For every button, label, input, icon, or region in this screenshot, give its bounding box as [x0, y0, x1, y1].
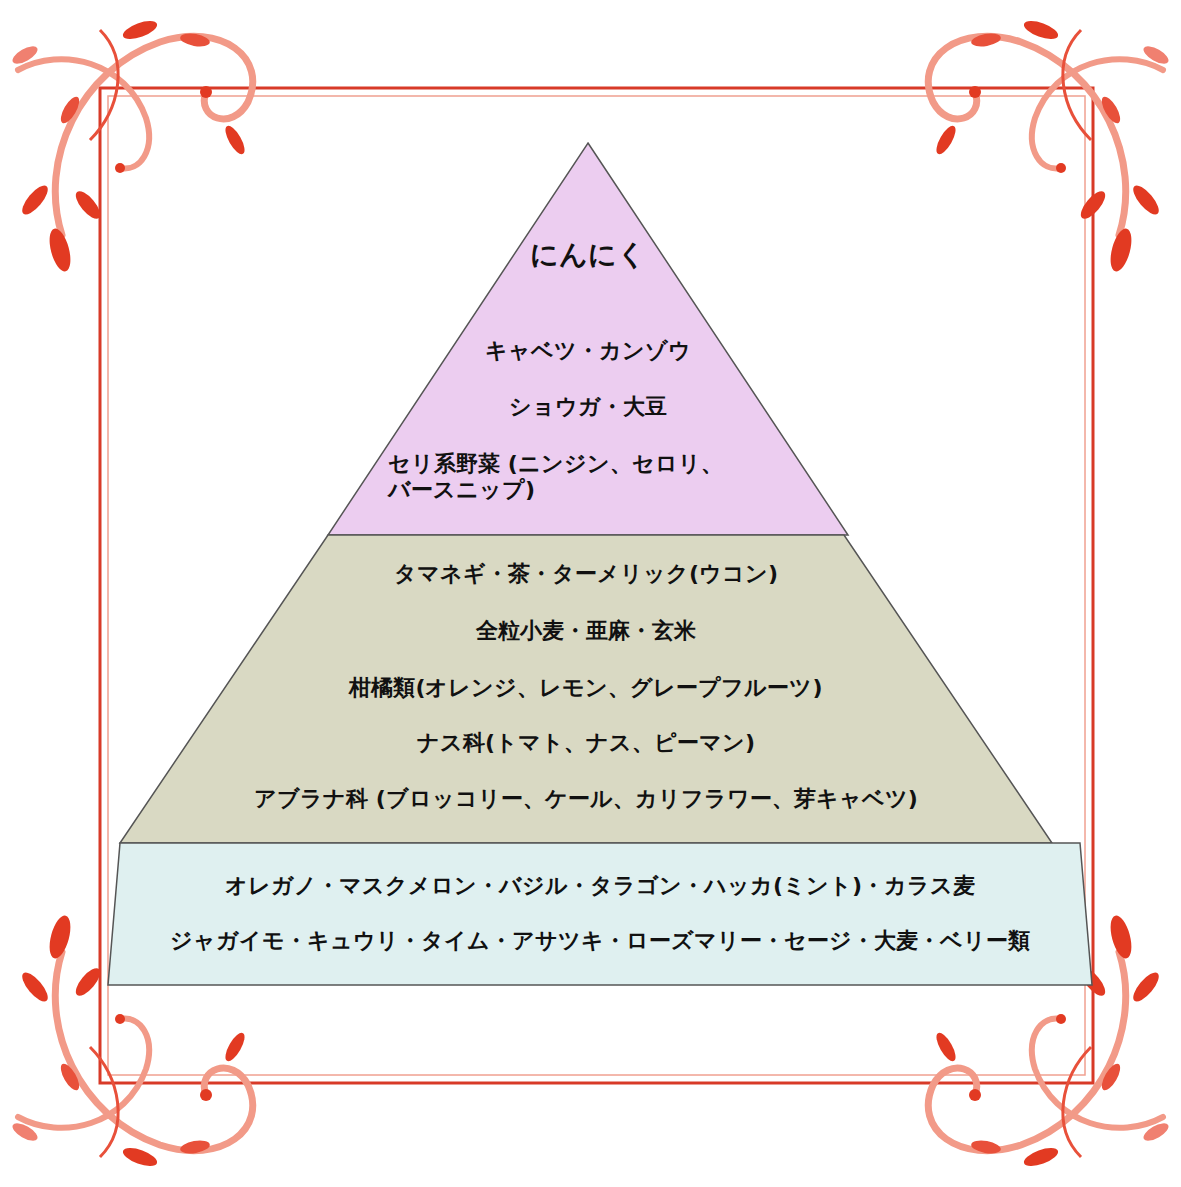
- band-text: にんにく: [488, 238, 688, 272]
- band-text: ジャガイモ・キュウリ・タイム・アサツキ・ローズマリー・セージ・大麦・ベリー類: [114, 928, 1086, 954]
- corner-ornament: [928, 17, 1171, 273]
- band-outline: [108, 843, 1092, 985]
- pyramid-middle-band: タマネギ・茶・ターメリック(ウコン) 全粒小麦・亜麻・玄米柑橘類(オレンジ、レモン…: [120, 535, 1052, 843]
- band-text: 柑橘類(オレンジ、レモン、グレープフルーツ): [250, 675, 922, 701]
- band-text: ショウガ・大豆: [418, 394, 758, 420]
- pyramid-bottom-band: オレガノ・マスクメロン・バジル・タラゴン・ハッカ(ミント)・カラス麦ジャガイモ・…: [108, 843, 1092, 985]
- band-text: 全粒小麦・亜麻・玄米: [290, 618, 882, 644]
- band-text: ナス科(トマト、ナス、ピーマン): [230, 730, 942, 756]
- band-text: タマネギ・茶・ターメリック(ウコン): [310, 561, 862, 587]
- frame-inner-border: [108, 96, 1085, 1075]
- pyramid-top-band: にんにくキャベツ・カンゾウショウガ・大豆セリ系野菜 (ニンジン、セロリ、バースニ…: [328, 143, 848, 535]
- band-text: セリ系野菜 (ニンジン、セロリ、バースニップ): [388, 451, 808, 504]
- band-text: オレガノ・マスクメロン・バジル・タラゴン・ハッカ(ミント)・カラス麦: [122, 873, 1078, 899]
- band-text: アブラナ科 (ブロッコリー、ケール、カリフラワー、芽キャベツ): [160, 786, 1012, 812]
- band-shape: [108, 843, 1092, 985]
- band-outline: [328, 143, 848, 535]
- band-text: キャベツ・カンゾウ: [448, 338, 728, 364]
- band-outline: [120, 535, 1052, 843]
- corner-ornament: [10, 17, 253, 273]
- frame-border: [100, 88, 1093, 1083]
